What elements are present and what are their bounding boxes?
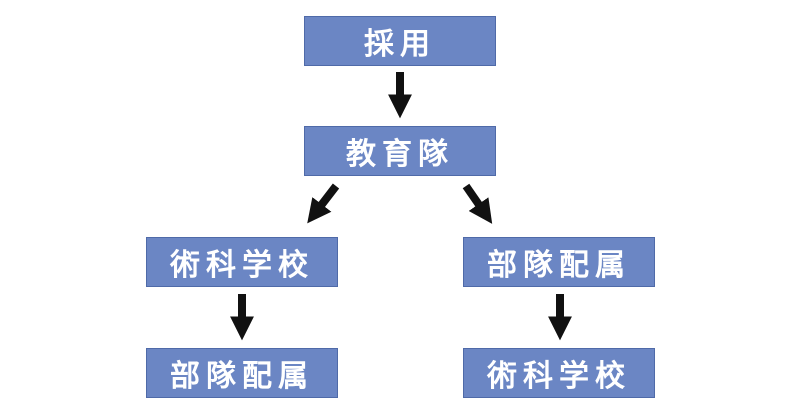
arrow-training-to-left [307,183,340,224]
node-right-second-label: 術科学校 [487,359,631,394]
node-left-first: 術科学校 [146,237,338,287]
node-left-first-label: 術科学校 [170,248,314,283]
node-left-second: 部隊配属 [146,348,338,398]
node-hire-label: 採用 [364,27,436,62]
node-training-unit-label: 教育隊 [346,137,454,172]
node-training-unit: 教育隊 [304,126,496,176]
node-right-first: 部隊配属 [463,237,655,287]
arrow-training-to-right [462,183,493,224]
node-right-first-label: 部隊配属 [487,248,631,283]
node-hire: 採用 [304,16,496,66]
node-left-second-label: 部隊配属 [170,359,314,394]
node-right-second: 術科学校 [463,348,655,398]
